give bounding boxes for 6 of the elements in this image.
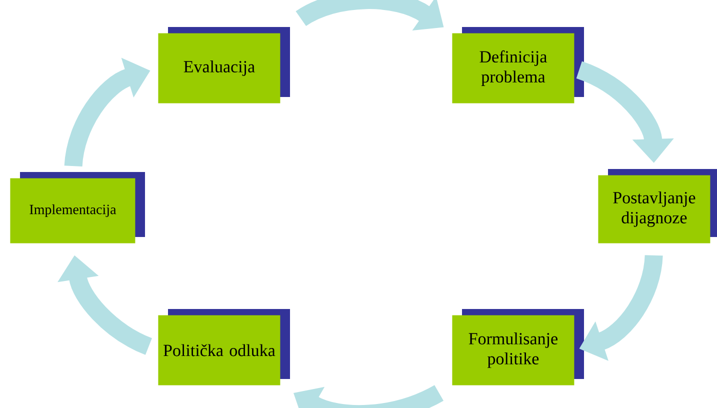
process-box: Definicija problema: [452, 27, 584, 104]
process-box: Implementacija: [10, 172, 145, 244]
process-box: Formulisanje politike: [452, 309, 584, 386]
process-box: Evaluacija: [158, 27, 290, 104]
process-box: Postavljanje dijagnoze: [598, 169, 717, 244]
process-box: Politička odluka: [158, 309, 290, 386]
